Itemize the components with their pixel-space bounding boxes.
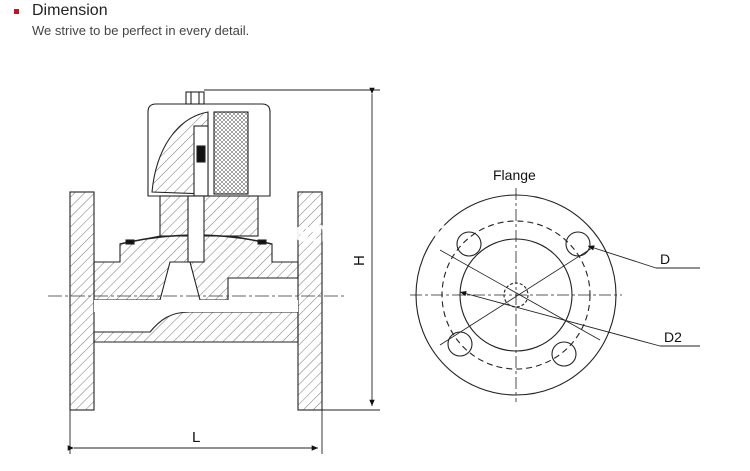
bolt-hole-top-left [456,231,482,257]
length-dimension [67,410,323,454]
flange-diag-1 [439,249,601,341]
length-label: L [192,429,200,446]
bolt-hole-top-right [565,231,591,257]
outer-diameter-label: D2 [664,329,682,345]
top-nut [185,91,205,105]
valve-stem [187,195,205,263]
plunger-core [196,145,206,163]
solenoid-coil [213,111,249,195]
valve-section-view [48,91,346,411]
seal-left [125,239,135,245]
bolt-hole-bottom-right [551,341,577,367]
flange-label: Flange [493,167,536,183]
header-bullet [14,9,19,14]
flange-leaders [459,245,700,347]
flow-passage [94,300,298,312]
flange-diag-2 [439,247,593,346]
flange-view [410,188,622,402]
bonnet [159,195,259,237]
bolt-circle-label: D [660,251,670,267]
seal-right [257,239,267,245]
watermark: en.China.cn [295,216,451,249]
watermark-text: en.China.cn [295,216,450,248]
right-flange [297,191,323,411]
left-flange [69,191,95,411]
section-subtitle: We strive to be perfect in every detail. [32,23,250,38]
valve-body-lower [93,311,299,343]
section-title: Dimension [32,2,108,19]
height-label: H [351,255,368,266]
height-dimension [204,87,380,411]
